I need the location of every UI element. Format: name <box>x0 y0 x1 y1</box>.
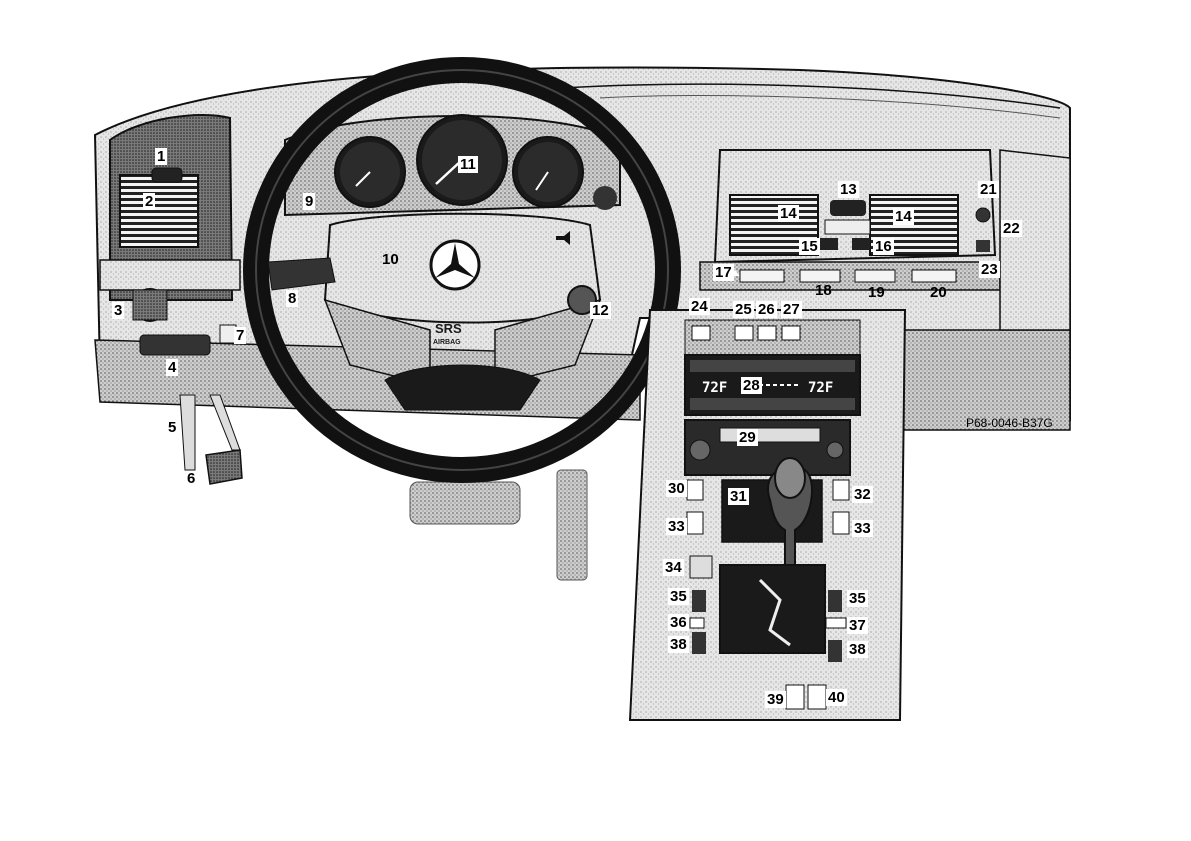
left-seat-button <box>687 480 703 500</box>
srs-label-wheel: SRS <box>435 321 462 336</box>
right-seat-heater-button <box>833 512 849 534</box>
gear-selector-gate <box>720 565 825 653</box>
center-console: 72F 72F <box>630 310 905 720</box>
brake-pedal <box>206 450 242 484</box>
asr-button <box>786 685 804 709</box>
vent-thumbwheel-icon <box>152 168 182 182</box>
callout-39: 39 <box>765 691 786 708</box>
callout-29: 29 <box>737 429 758 446</box>
figure-code: P68-0046-B37G <box>966 416 1053 430</box>
window-switch-right-rear <box>828 640 842 662</box>
climate-temp-left: 72F <box>702 380 727 396</box>
callout-32: 32 <box>852 486 873 503</box>
center-vent-thumbwheel <box>830 200 866 216</box>
callout-33-left: 33 <box>666 518 687 535</box>
callout-28: 28 <box>741 377 762 394</box>
callout-23: 23 <box>979 261 1000 278</box>
callout-5: 5 <box>166 419 178 436</box>
callout-1: 1 <box>155 148 167 165</box>
callout-11: 11 <box>458 156 478 173</box>
airbag-label-wheel: AIRBAG <box>433 339 461 346</box>
window-switch-left-rear <box>692 632 706 654</box>
callout-7: 7 <box>234 327 246 344</box>
callout-30: 30 <box>666 480 687 497</box>
climate-temp-right: 72F <box>808 380 833 396</box>
callout-34: 34 <box>663 559 684 576</box>
hazard-button <box>976 208 990 222</box>
callout-8: 8 <box>286 290 298 307</box>
center-vent-adjuster-right <box>852 238 870 250</box>
callout-26: 26 <box>756 301 777 318</box>
callout-13: 13 <box>838 181 859 198</box>
floor-mat-right <box>557 470 587 580</box>
callout-17: 17 <box>713 264 734 281</box>
floor-mat-left <box>410 482 520 524</box>
callout-14-left: 14 <box>778 205 799 222</box>
fuel-gauge <box>593 186 617 210</box>
left-seat-heater-button <box>687 512 703 534</box>
callout-35-right: 35 <box>847 590 868 607</box>
callout-38-left: 38 <box>668 636 689 653</box>
hazard-warning-button <box>782 326 800 340</box>
callout-19: 19 <box>866 284 887 301</box>
callout-12: 12 <box>590 302 611 319</box>
callout-33-right: 33 <box>852 520 873 537</box>
callout-20: 20 <box>928 284 949 301</box>
callout-3: 3 <box>112 302 124 319</box>
callout-25: 25 <box>733 301 754 318</box>
callout-6: 6 <box>185 470 197 487</box>
callout-2: 2 <box>143 193 155 210</box>
central-locking-button <box>758 326 776 340</box>
callout-18: 18 <box>813 282 834 299</box>
callout-4: 4 <box>166 359 178 376</box>
callout-14-right: 14 <box>893 208 914 225</box>
callout-21: 21 <box>978 181 999 198</box>
center-vent-adjuster-left <box>820 238 838 250</box>
parking-brake-release-handle <box>140 335 210 355</box>
passenger-airbag-indicator <box>976 240 990 252</box>
rear-headrest-button <box>735 326 753 340</box>
callout-16: 16 <box>873 238 894 255</box>
right-seat-button <box>833 480 849 500</box>
callout-22: 22 <box>1001 220 1022 237</box>
callout-31: 31 <box>728 488 749 505</box>
level-control-button <box>808 685 826 709</box>
window-lockout-switch <box>826 618 846 628</box>
callout-24: 24 <box>689 298 710 315</box>
left-air-vent <box>120 175 198 247</box>
callout-40: 40 <box>826 689 847 706</box>
callout-9: 9 <box>303 193 315 210</box>
instrument-cluster <box>285 115 620 215</box>
callout-35-left: 35 <box>668 588 689 605</box>
window-switch-left-front <box>692 590 706 612</box>
ashtray <box>690 556 712 578</box>
callout-15: 15 <box>799 238 820 255</box>
window-switch-right-front <box>828 590 842 612</box>
callout-10: 10 <box>380 251 401 268</box>
callout-38-right: 38 <box>847 641 868 658</box>
callout-36: 36 <box>668 614 689 631</box>
callout-37: 37 <box>847 617 868 634</box>
callout-27: 27 <box>781 301 802 318</box>
rear-window-defroster-button <box>692 326 710 340</box>
